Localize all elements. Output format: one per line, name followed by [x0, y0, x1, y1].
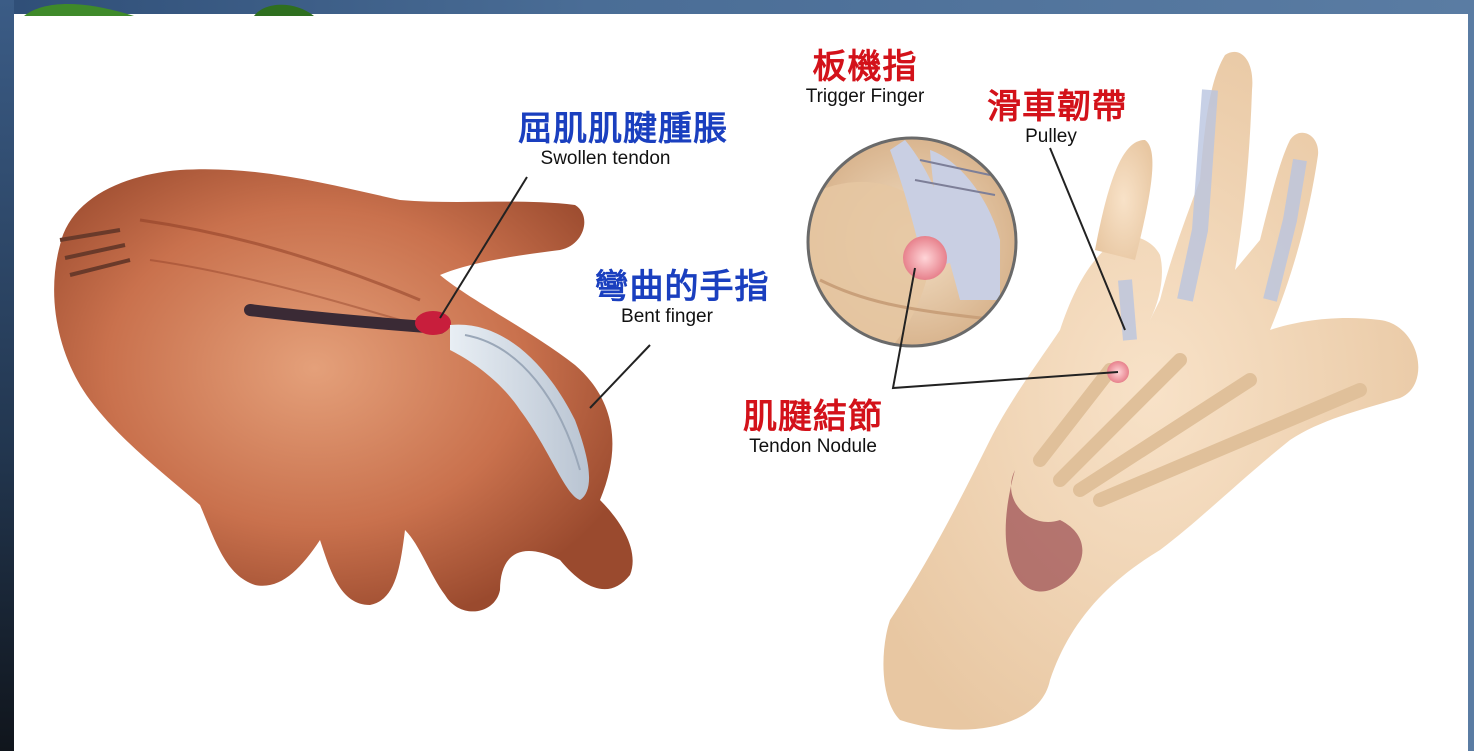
trigger-finger-label-en: Trigger Finger: [780, 86, 950, 108]
trigger-finger-label-zh: 板機指: [780, 48, 950, 86]
swollen-tendon-label-zh: 屈肌肌腱腫脹: [498, 110, 748, 148]
pulley-label-en: Pulley: [960, 126, 1142, 148]
pulley-label: 滑車韌帶 Pulley: [972, 88, 1142, 148]
bent-finger-label-zh: 彎曲的手指: [577, 268, 787, 306]
swollen-tendon-label-en: Swollen tendon: [463, 148, 748, 170]
bent-finger-label: 彎曲的手指 Bent finger: [577, 268, 787, 328]
bent-finger-label-en: Bent finger: [547, 306, 787, 328]
tendon-nodule-label: 肌腱結節 Tendon Nodule: [718, 398, 908, 458]
tendon-nodule-label-zh: 肌腱結節: [718, 398, 908, 436]
swollen-tendon-label: 屈肌肌腱腫脹 Swollen tendon: [498, 110, 748, 170]
trigger-finger-label: 板機指 Trigger Finger: [780, 48, 950, 108]
tendon-nodule-label-en: Tendon Nodule: [718, 436, 908, 458]
left-hand-drawing: [54, 169, 633, 611]
pulley-label-zh: 滑車韌帶: [972, 88, 1142, 126]
magnified-view: [800, 138, 1016, 360]
